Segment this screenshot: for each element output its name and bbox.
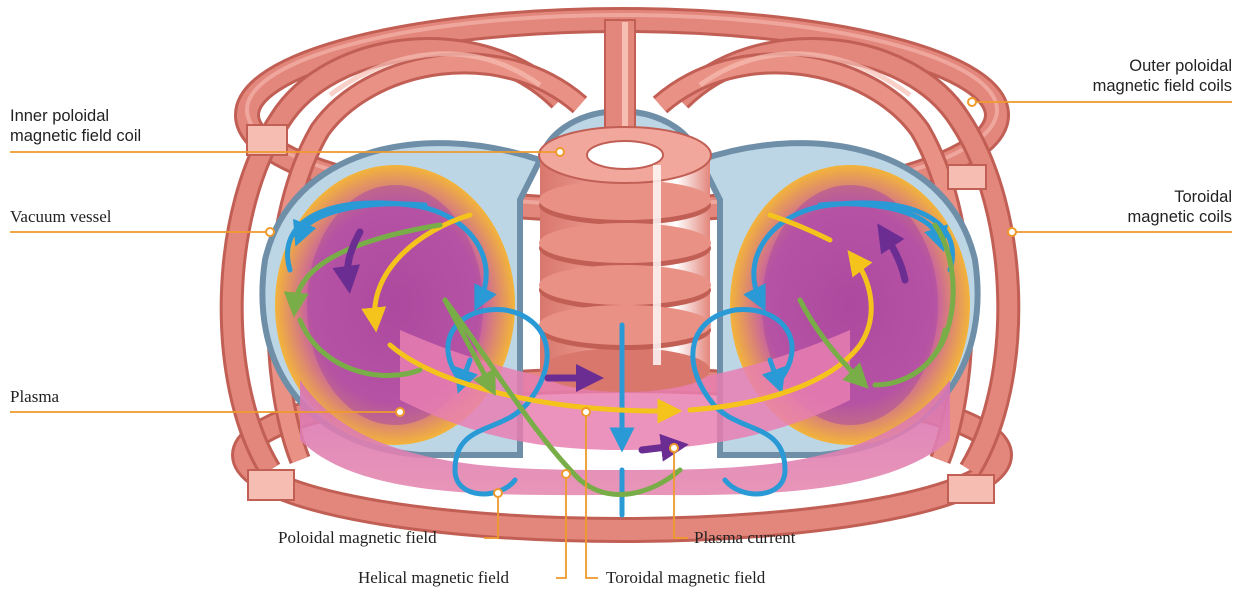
toroidal-field-arrows <box>361 212 874 424</box>
label-vacuum-vessel: Vacuum vessel <box>10 207 112 226</box>
label-outer-poloidal-coils: Outer poloidal magnetic field coils <box>1093 56 1232 96</box>
label-outer-poloidal-line1: Outer poloidal <box>1129 57 1232 75</box>
label-poloidal-field: Poloidal magnetic field <box>278 528 437 547</box>
label-toroidal-coils: Toroidal magnetic coils <box>1127 187 1232 227</box>
label-toroidal-coils-line1: Toroidal <box>1174 188 1232 206</box>
label-inner-poloidal-coil: Inner poloidal magnetic field coil <box>10 106 141 146</box>
central-solenoid <box>538 19 712 392</box>
label-plasma-current: Plasma current <box>694 528 796 547</box>
label-inner-poloidal-line1: Inner poloidal <box>10 107 110 125</box>
leader-dots <box>265 97 1017 498</box>
label-toroidal-field: Toroidal magnetic field <box>606 568 766 587</box>
label-plasma: Plasma <box>10 387 60 406</box>
leader-lines <box>10 101 1232 579</box>
label-helical-field: Helical magnetic field <box>358 568 510 587</box>
label-inner-poloidal-line2: magnetic field coil <box>10 127 142 145</box>
helical-field-arrows <box>283 222 956 497</box>
label-outer-poloidal-line2: magnetic field coils <box>1092 77 1232 95</box>
label-toroidal-coils-line2: magnetic coils <box>1127 208 1232 226</box>
coil-end-blocks <box>246 124 995 504</box>
